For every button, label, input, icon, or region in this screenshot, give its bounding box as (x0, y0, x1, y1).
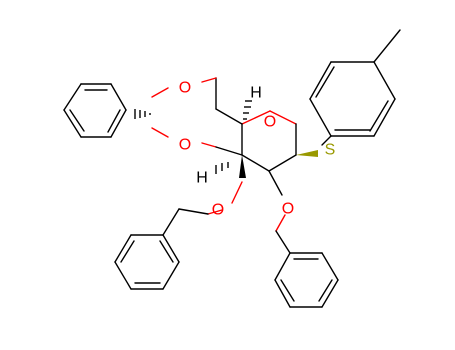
c-s-wedge-bond (296, 150, 318, 157)
c3-o-wedge-bond (239, 155, 246, 178)
pyranose-ring (241, 110, 297, 172)
h-hash-top (243, 100, 252, 120)
benzyl-phenyl-ring-1 (114, 234, 180, 290)
atom-label-oxygen-bn1: O (212, 202, 224, 219)
atom-label-hydrogen-left: H (196, 170, 208, 187)
h-hash-left (215, 162, 229, 174)
atom-label-sulfur: S (325, 142, 336, 159)
s-aryl-bond (321, 135, 332, 146)
atom-label-oxygen-bn2: O (282, 201, 294, 218)
atom-label-pyranose-oxygen: O (264, 114, 276, 131)
atom-label-oxygen-2: O (179, 137, 191, 154)
tolyl-ring (309, 29, 401, 137)
atom-label-hydrogen-top: H (250, 85, 262, 102)
acetal-phenyl-ring (63, 83, 127, 138)
acetal-hash-bond (134, 109, 151, 119)
atom-label-oxygen-1: O (179, 80, 191, 97)
dioxane-ring (151, 77, 243, 156)
benzyl-phenyl-ring-2 (274, 252, 339, 308)
